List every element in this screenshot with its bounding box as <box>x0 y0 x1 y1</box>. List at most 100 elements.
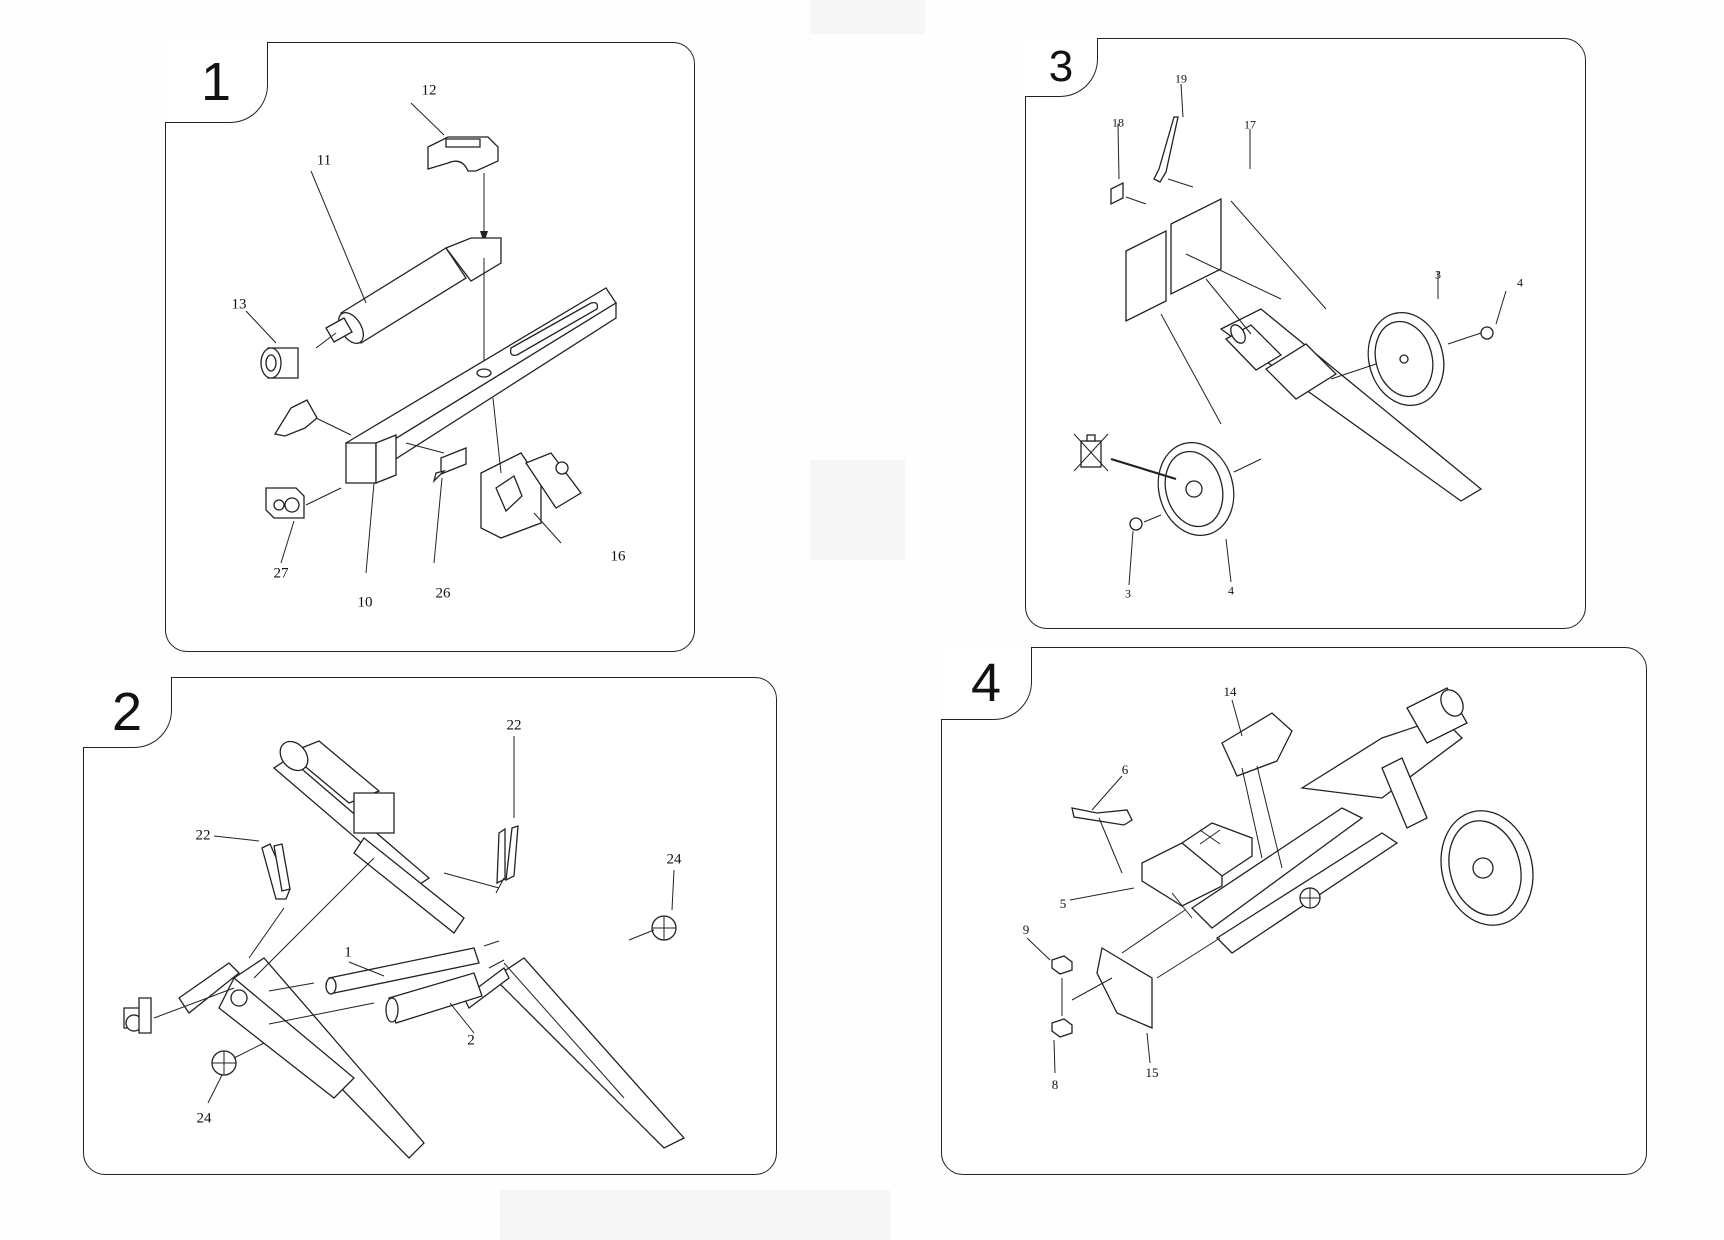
scan-artifact <box>500 1190 890 1240</box>
step-3-illustration <box>1073 83 1507 586</box>
part-label: 1 <box>344 944 352 961</box>
step-number: 4 <box>970 653 1002 713</box>
part-22-spade-drawing <box>496 827 506 885</box>
right-trail-drawing <box>463 957 686 1149</box>
step-number-badge: 3 <box>1025 38 1098 97</box>
part-label: 4 <box>1228 583 1234 598</box>
part-3-wheel-drawing <box>1367 311 1445 407</box>
part-label: 3 <box>1435 267 1441 282</box>
leader-line <box>671 869 675 911</box>
arrow-line <box>268 1002 375 1025</box>
step-panel-4: 4 <box>941 647 1647 1175</box>
part-18-drawing <box>1110 181 1124 206</box>
handwheel-drawing <box>1299 887 1321 909</box>
part-12-cap-drawing <box>427 136 499 172</box>
part-label: 2 <box>467 1032 475 1049</box>
part-label: 3 <box>1125 586 1131 601</box>
part-label: 13 <box>231 296 247 313</box>
arrow-line <box>153 987 235 1019</box>
arrow-line <box>443 872 500 889</box>
part-label: 6 <box>1121 762 1129 777</box>
part-24-handwheel-drawing <box>651 915 677 941</box>
step-number: 3 <box>1048 42 1074 91</box>
arrow-head <box>480 231 488 243</box>
part-10-cradle-drawing <box>345 287 617 484</box>
trail-lever-drawing <box>273 399 318 437</box>
part-label: 26 <box>435 585 451 602</box>
scan-artifact <box>810 460 905 560</box>
leader-line <box>213 835 260 842</box>
leader-line <box>1091 775 1123 811</box>
arrow-line <box>628 929 655 941</box>
leader-line <box>348 961 385 977</box>
scan-artifact <box>810 0 925 34</box>
step-panel-1: 1 <box>165 42 695 652</box>
part-22-spade-drawing <box>505 825 519 882</box>
arrow-line <box>1071 977 1113 1001</box>
step-2-illustration <box>123 736 686 1159</box>
step-4-illustration <box>1026 687 1534 1074</box>
part-5-box-drawing <box>1141 822 1253 907</box>
arrow-line <box>1125 196 1147 205</box>
arrow-line <box>315 332 337 349</box>
arrow-line <box>1143 514 1162 523</box>
step-1-illustration <box>245 102 617 574</box>
arrow-line <box>1230 200 1327 310</box>
no-glue-icon <box>1073 433 1109 472</box>
step-number-badge: 2 <box>83 677 172 748</box>
arrow-line <box>1233 458 1262 473</box>
part-label: 22 <box>506 717 522 734</box>
part-label: 11 <box>316 152 332 169</box>
arrow-line <box>268 982 315 992</box>
leader-line <box>533 512 562 544</box>
part-19-drawing <box>1153 116 1179 183</box>
arrow-line <box>488 959 505 969</box>
arrow-line <box>1205 278 1252 335</box>
part-13-sleeve-drawing <box>260 347 299 379</box>
part-label: 12 <box>421 82 437 99</box>
part-2-axle-drawing <box>385 972 483 1024</box>
part-label: 15 <box>1145 1065 1159 1080</box>
arrow-line <box>1330 363 1377 380</box>
part-22-spade-drawing <box>273 843 291 892</box>
part-14-drawing <box>1221 712 1293 777</box>
part-15-spade-drawing <box>1096 946 1153 1029</box>
carriage-drawing <box>1219 308 1483 502</box>
leader-line <box>433 477 443 564</box>
part-label: 16 <box>610 548 626 565</box>
left-trail-drawing <box>178 957 425 1159</box>
part-8-drawing <box>1051 1018 1073 1038</box>
part-6-handle-drawing <box>1071 807 1133 826</box>
barrel-assembly-drawing <box>272 740 465 934</box>
leader-line <box>1053 1039 1056 1074</box>
part-24-handwheel-drawing <box>211 1050 237 1076</box>
part-label: 22 <box>195 827 211 844</box>
part-1-axle-drawing <box>325 947 480 995</box>
leader-line <box>1117 123 1120 180</box>
leader-line <box>410 102 445 136</box>
arrow-line <box>305 487 342 506</box>
arrow-line <box>1256 765 1283 869</box>
arrow-line <box>1160 313 1222 425</box>
part-label: 17 <box>1244 117 1256 132</box>
sight-assembly-drawing <box>123 997 152 1034</box>
step-panel-2: 2 <box>83 677 777 1175</box>
part-label: 19 <box>1175 71 1187 86</box>
part-16-trunnion-drawing <box>480 452 582 539</box>
part-3-hubcap-drawing <box>1129 517 1143 531</box>
arrow-line <box>1110 457 1177 481</box>
wheel-drawing <box>1440 810 1534 926</box>
part-26-drawing <box>432 447 467 484</box>
leader-line <box>1180 83 1184 118</box>
leader-line <box>1069 887 1135 901</box>
step-number: 2 <box>111 682 143 742</box>
arrow-line <box>1171 892 1193 919</box>
leader-line <box>245 310 277 344</box>
leader-line <box>207 1074 223 1104</box>
leader-line <box>310 170 367 304</box>
part-label: 5 <box>1059 896 1067 911</box>
leader-line <box>449 1002 475 1034</box>
assembled-carriage-drawing <box>1190 687 1468 954</box>
gun-shield-left-drawing <box>1125 229 1167 323</box>
part-11-barrel-drawing <box>325 237 502 345</box>
